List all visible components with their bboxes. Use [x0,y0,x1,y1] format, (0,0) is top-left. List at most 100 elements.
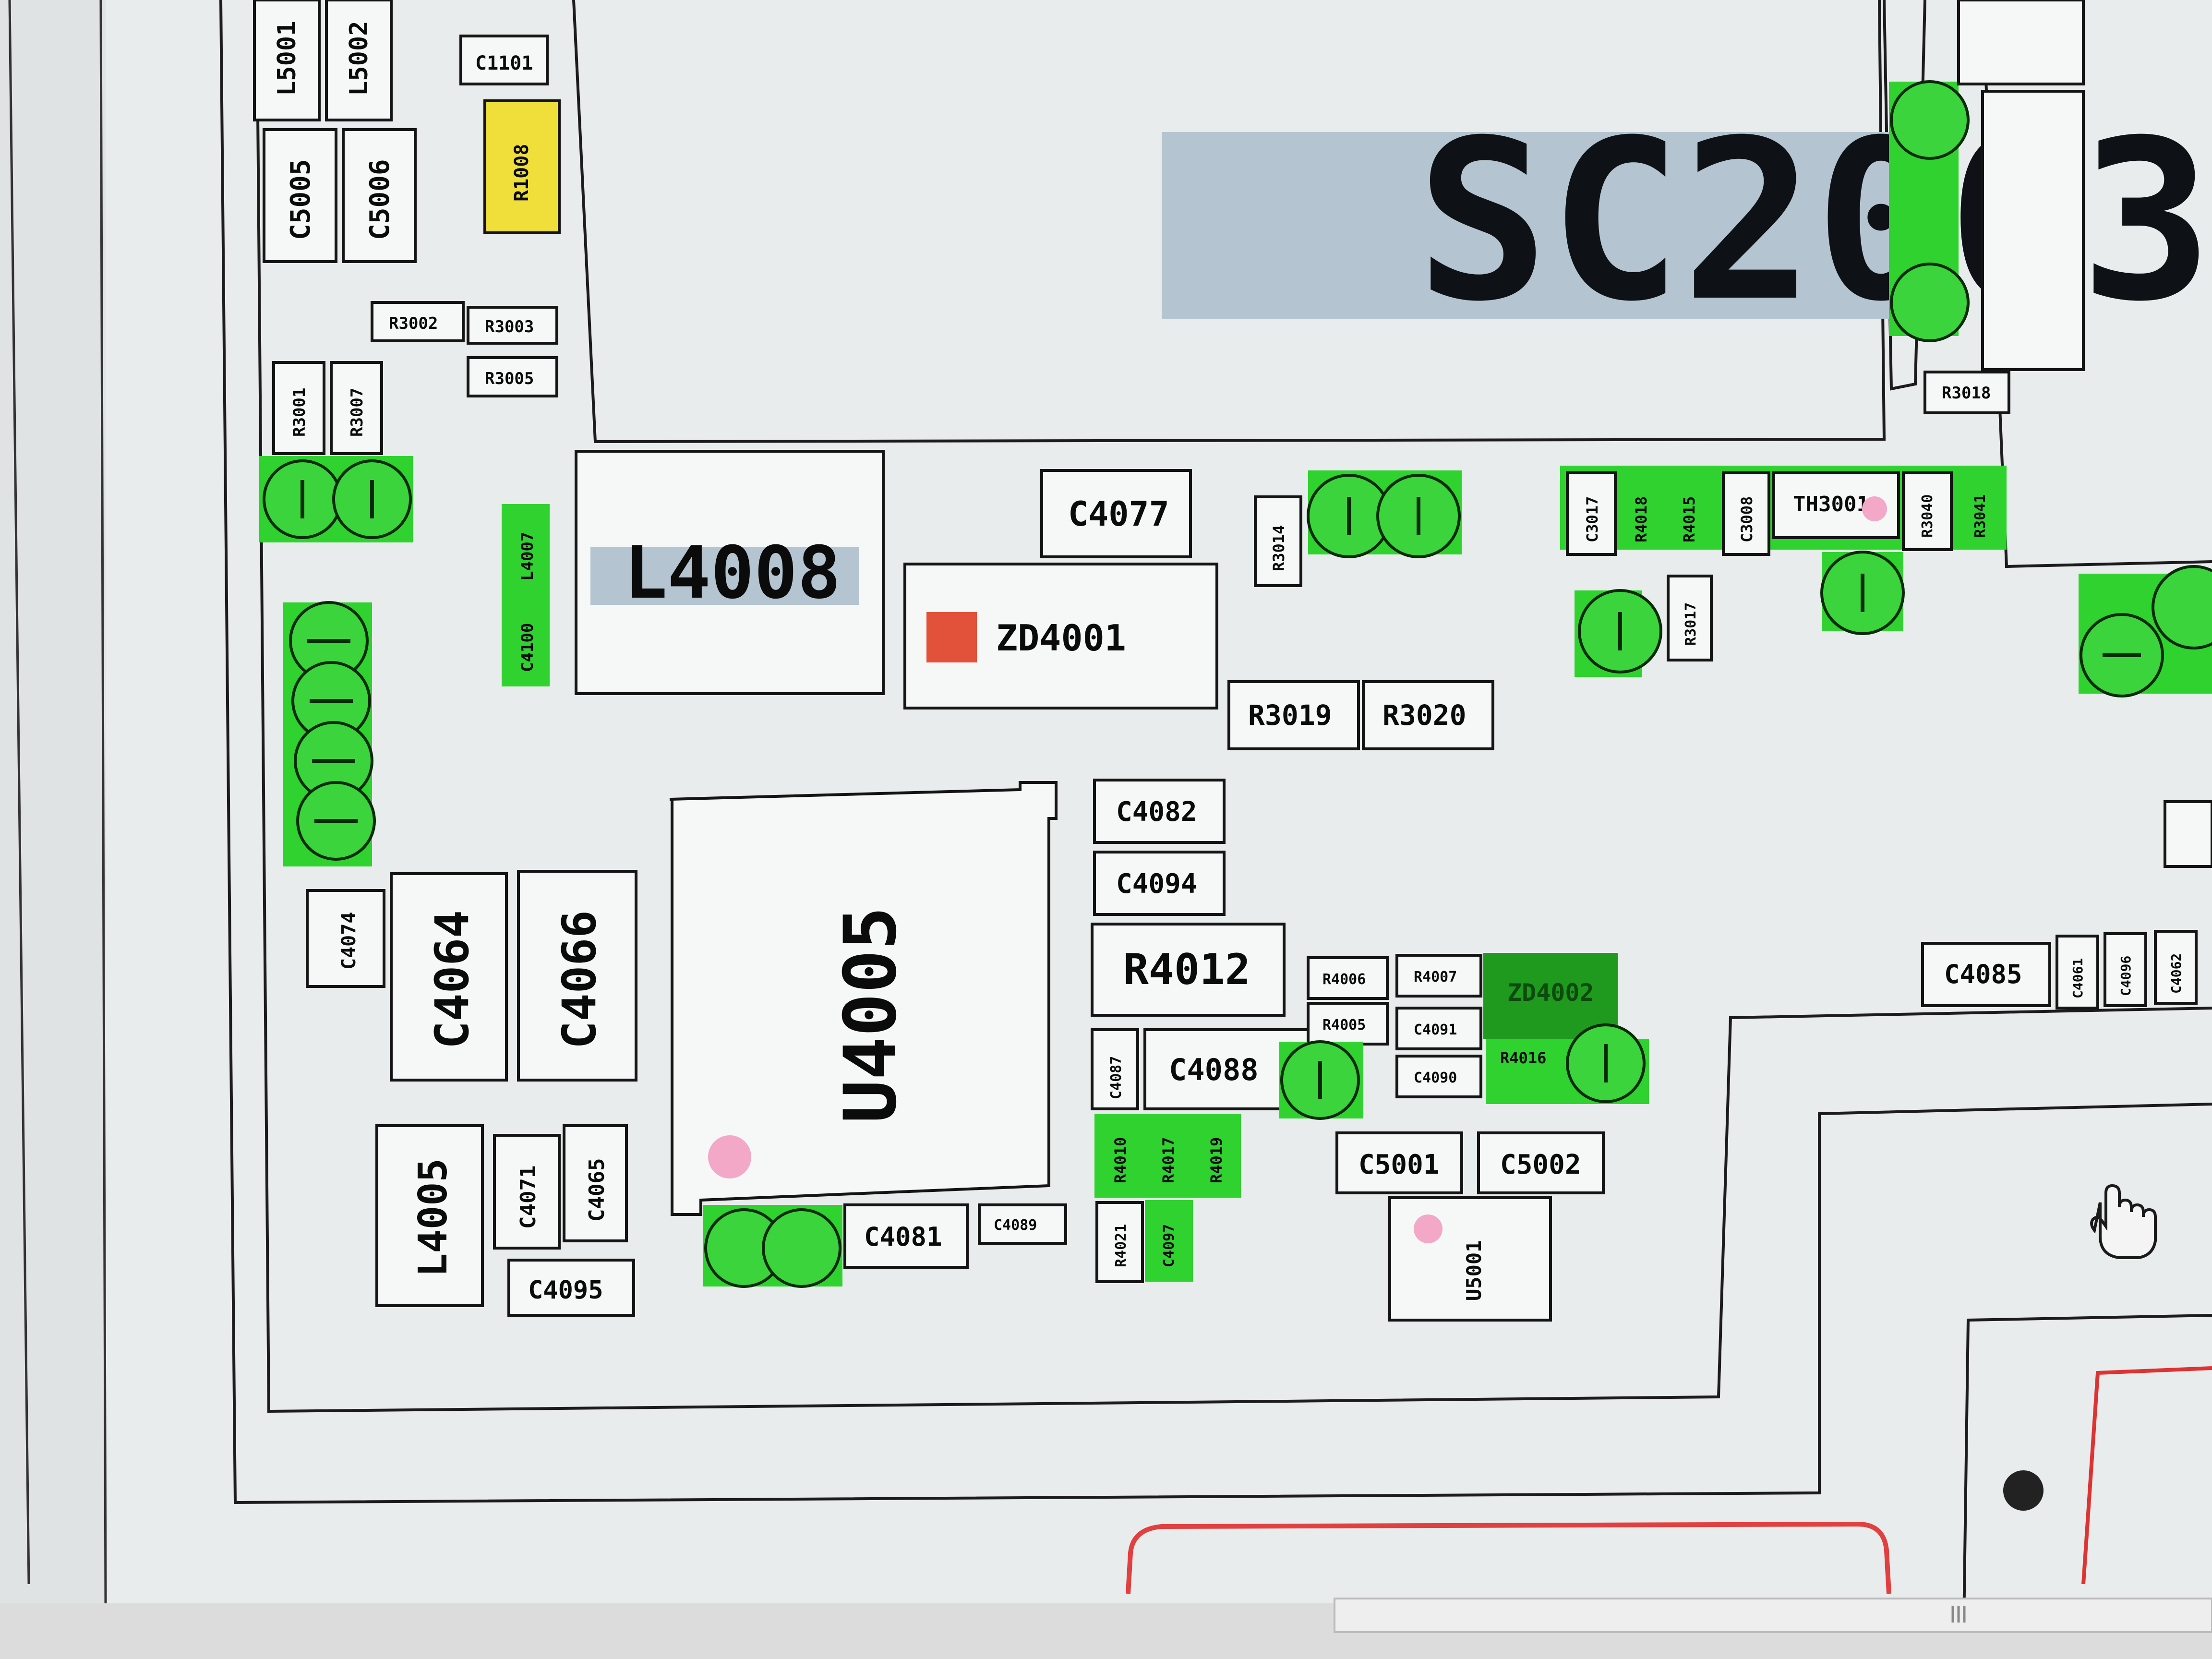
component-C4077-label: C4077 [1068,494,1169,534]
component-C4062[interactable] [2154,930,2198,1005]
component-C4061[interactable] [2056,935,2099,1010]
component-R3020-label: R3020 [1382,699,1467,732]
component-L5001-label: L5001 [273,21,301,96]
component-R4005[interactable] [1307,1002,1389,1046]
component-C4064-label: C4064 [425,910,479,1049]
component-C4082[interactable] [1093,779,1226,844]
component-C5002[interactable] [1477,1131,1605,1194]
test-pad[interactable] [1890,263,1970,342]
component-L4008-label: L4008 [624,531,841,615]
component-R3005-label: R3005 [485,369,534,388]
test-pad[interactable] [762,1208,842,1288]
component-C5001-label: C5001 [1358,1149,1440,1180]
component-R3014[interactable] [1254,495,1302,587]
component-L4007-label: L4007 [518,532,537,581]
component-R3041-label: R3041 [1972,494,1989,538]
component-C5006[interactable] [342,128,417,263]
component-C4090[interactable] [1395,1055,1482,1098]
component-L4007-pads [502,504,550,686]
component-R4012[interactable] [1091,923,1286,1017]
component-C4087-label: C4087 [1108,1056,1125,1099]
component-C4065[interactable] [563,1124,628,1242]
component-R3001[interactable] [272,361,325,455]
component-C4095[interactable] [507,1259,635,1317]
component-C4066[interactable] [517,870,637,1082]
component-ZD4001-label: ZD4001 [996,617,1126,659]
component-C3008-label: C3008 [1738,496,1756,542]
component-C4087[interactable] [1091,1028,1139,1110]
component-C1101[interactable] [459,35,549,85]
component-right-edge[interactable] [2164,800,2212,868]
component-R3040[interactable] [1902,471,1953,551]
component-R4007[interactable] [1395,954,1482,998]
component-R3003[interactable] [467,306,558,345]
component-C4091[interactable] [1395,1007,1482,1050]
component-C4094[interactable] [1093,851,1226,916]
component-C4096[interactable] [2104,932,2147,1007]
component-C4082-label: C4082 [1116,796,1197,828]
component-R4018-label: R4018 [1632,496,1650,542]
component-R4007-label: R4007 [1414,969,1457,986]
bottom-right-outline [1962,1314,2212,1659]
component-C4097-label: C4097 [1161,1224,1178,1267]
component-C4089[interactable] [978,1203,1067,1245]
chip-label: SC2003 [1416,93,2212,350]
component-R1008-label: R1008 [511,144,533,202]
component-C4065-label: C4065 [585,1158,609,1222]
component-R4010-label: R4010 [1111,1137,1130,1183]
horizontal-scrollbar-thumb[interactable] [1334,1598,2212,1633]
component-C3008[interactable] [1722,471,1770,556]
component-R3020[interactable] [1362,680,1494,750]
component-C4074-label: C4074 [338,912,360,970]
component-R4005-label: R4005 [1322,1017,1366,1034]
component-R4021[interactable] [1095,1201,1144,1283]
component-R3018[interactable] [1923,371,2010,414]
U5001-pin1-marker [1414,1214,1443,1243]
hand-cursor-icon [2090,1184,2157,1259]
component-C4071-label: C4071 [516,1166,541,1229]
component-R1008[interactable] [483,99,561,234]
component-R3007-label: R3007 [348,388,367,437]
component-R3040-label: R3040 [1919,494,1936,538]
component-C4074[interactable] [306,889,385,988]
component-R3019[interactable] [1227,680,1360,750]
component-C5001[interactable] [1335,1131,1463,1194]
test-pad[interactable] [1890,80,1970,160]
component-C4097-pads [1145,1200,1193,1282]
component-R4006[interactable] [1307,956,1389,1000]
component-C4081[interactable] [843,1203,969,1269]
component-R3005[interactable] [467,356,558,397]
component-C3017-label: C3017 [1583,496,1601,542]
component-C4095-label: C4095 [528,1276,603,1305]
component-C3017[interactable] [1566,471,1617,556]
right-upper-block[interactable] [1957,0,2085,85]
component-C4064[interactable] [390,872,508,1082]
component-R3007[interactable] [330,361,383,455]
right-upper-block-2[interactable] [1981,90,2085,371]
component-C5005[interactable] [263,128,337,263]
component-L5002-label: L5002 [345,21,373,96]
component-L5002[interactable] [325,0,393,121]
component-R3017[interactable] [1667,575,1713,661]
component-L4005[interactable] [375,1124,484,1307]
component-C4088-label: C4088 [1169,1052,1259,1087]
component-C4077[interactable] [1040,469,1192,558]
test-pad[interactable] [2152,565,2212,649]
component-R3002[interactable] [371,301,465,342]
component-R3014-label: R3014 [1270,525,1288,571]
component-R3001-label: R3001 [290,388,309,437]
window-edge-left [8,0,30,1585]
component-C5005-label: C5005 [285,159,316,240]
component-U4005-label: U4005 [829,906,913,1123]
component-U4005[interactable] [669,781,1058,1216]
component-C4062-label: C4062 [2168,953,2184,994]
component-L5001[interactable] [253,0,321,121]
component-R4021-label: R4021 [1113,1224,1130,1267]
component-C4071[interactable] [493,1134,561,1250]
component-C4085[interactable] [1921,942,2051,1007]
component-C4096-label: C4096 [2118,956,2134,996]
component-L4005-label: L4005 [410,1158,456,1277]
component-U5001[interactable] [1388,1196,1552,1322]
board-outline-inner [255,0,2212,1413]
